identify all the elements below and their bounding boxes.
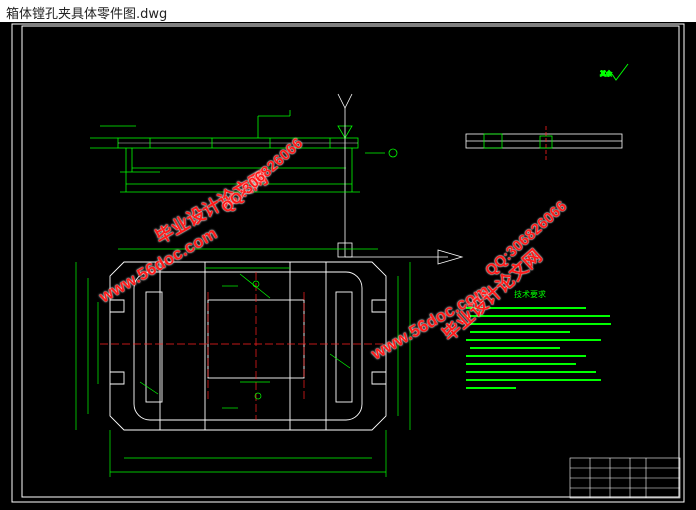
side-view (465, 126, 623, 160)
cad-drawing: 其余 (11, 23, 685, 503)
tech-title: 技术要求 (514, 289, 546, 299)
title-block (569, 457, 681, 499)
tech-lines (466, 307, 611, 389)
drawing-canvas[interactable]: 其余 (0, 22, 696, 510)
svg-text:其余: 其余 (600, 70, 612, 78)
view-arrow (337, 93, 464, 265)
plan-view (109, 261, 387, 431)
center-lines (100, 272, 400, 420)
dimensions (75, 171, 411, 477)
inner-border (21, 25, 680, 498)
roughness-symbol: 其余 (600, 63, 629, 81)
section-view (90, 110, 398, 192)
window-titlebar: 箱体镗孔夹具体零件图.dwg (0, 0, 696, 22)
outer-border (11, 23, 685, 503)
window-title: 箱体镗孔夹具体零件图.dwg (6, 7, 168, 22)
